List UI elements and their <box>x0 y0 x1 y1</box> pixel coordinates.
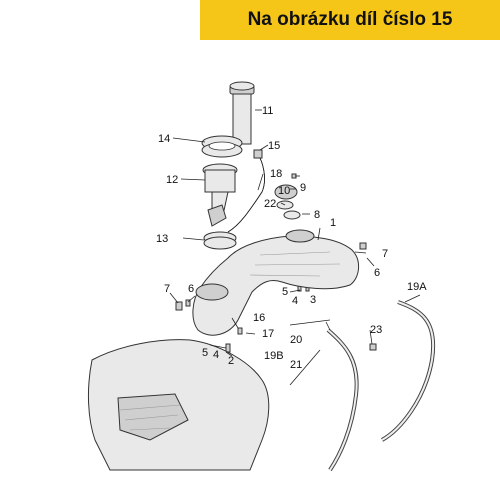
fuel-pump <box>202 163 238 227</box>
callout-label: 11 <box>262 105 273 117</box>
callout-label: 20 <box>290 334 302 346</box>
callout-label: 7 <box>382 248 388 260</box>
callout-label: 19B <box>264 350 284 362</box>
callout-label: 7 <box>164 283 170 295</box>
banner-text: Na obrázku díl číslo 15 <box>247 9 453 30</box>
callout-label: 3 <box>310 294 316 306</box>
callout-label: 5 <box>202 347 208 359</box>
callout-label: 15 <box>268 140 280 152</box>
callout-label: 19A <box>407 281 427 293</box>
callout-label: 1 <box>330 217 336 229</box>
callout-label: 17 <box>262 328 274 340</box>
callout-labels: 11 14 15 12 18 10 9 22 8 1 13 7 6 19A 7 … <box>156 105 427 371</box>
callout-label: 4 <box>292 295 298 307</box>
callout-label: 6 <box>374 267 380 279</box>
drain-hose-19a <box>380 300 436 442</box>
tank-seal-ring <box>203 231 237 250</box>
lock-ring <box>201 135 243 158</box>
callout-label: 6 <box>188 283 194 295</box>
header-banner: Na obrázku díl číslo 15 <box>200 0 500 40</box>
callout-label: 14 <box>158 133 170 145</box>
callout-label: 13 <box>156 233 168 245</box>
fuel-sender-tube <box>229 81 255 145</box>
callout-label: 9 <box>300 182 306 194</box>
callout-label: 16 <box>253 312 265 324</box>
frame-body <box>87 339 270 471</box>
callout-label: 4 <box>213 349 219 361</box>
leader-lines <box>169 109 421 386</box>
callout-label: 2 <box>228 355 234 367</box>
callout-label: 18 <box>270 168 282 180</box>
callout-label: 10 <box>278 185 290 197</box>
callout-label: 5 <box>282 286 288 298</box>
callout-label: 8 <box>314 209 320 221</box>
callout-label: 22 <box>264 198 276 210</box>
callout-label: 12 <box>166 174 178 186</box>
fuel-cap <box>274 184 298 200</box>
callout-label: 23 <box>370 324 382 336</box>
filler-gasket <box>283 210 301 220</box>
fuel-tank <box>192 229 359 336</box>
callout-label: 21 <box>290 359 302 371</box>
